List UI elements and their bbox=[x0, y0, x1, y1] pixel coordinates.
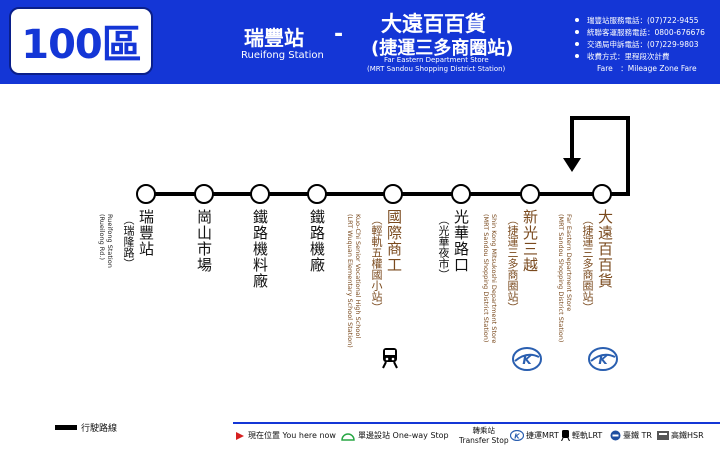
station-en: Far Eastern Department Store (MRT Sandou… bbox=[557, 214, 573, 343]
station-sub: （捷運三多商圈站） bbox=[581, 214, 594, 313]
stop-marker bbox=[136, 184, 156, 204]
station-en: Kuo-Chi Senior Vocational High School (L… bbox=[346, 214, 362, 348]
station-sub: （捷運三多商圈站） bbox=[506, 214, 519, 313]
footer-legend: 現在位置 You here now 單邊設站 One-way Stop 轉乘站 … bbox=[233, 426, 720, 448]
station-name: 大遠百百貨 bbox=[596, 209, 614, 289]
stop-marker bbox=[451, 184, 471, 204]
legend-transfer: 轉乘站 Transfer Stop bbox=[459, 426, 509, 446]
legend-mrt: K 捷運MRT bbox=[510, 430, 559, 441]
route-diagram: 瑞豐站 （瑞隆路） Rueifong Station (Rueilong Rd.… bbox=[0, 84, 720, 420]
info-row: 交通局申訴電話：(07)229-9803 bbox=[575, 38, 720, 50]
legend-current-label: 現在位置 You here now bbox=[248, 431, 336, 440]
stop-marker bbox=[520, 184, 540, 204]
destination-name-en: Far Eastern Department Store bbox=[384, 56, 489, 64]
info-row: 統聯客運服務電話：0800-676676 bbox=[575, 26, 720, 38]
stop-marker bbox=[194, 184, 214, 204]
station-name: 國際商工 bbox=[385, 209, 403, 273]
lrt-train-icon bbox=[382, 348, 398, 369]
bullet-icon bbox=[575, 54, 579, 58]
info-text: 收費方式：里程段次計費 bbox=[587, 51, 670, 61]
stop-marker bbox=[250, 184, 270, 204]
station-sub: （輕軌五權國小站） bbox=[370, 214, 383, 313]
current-location-icon bbox=[236, 431, 244, 440]
info-row: 收費方式：里程段次計費 bbox=[575, 50, 720, 62]
legend-mrt-label: 捷運MRT bbox=[526, 431, 559, 440]
mrt-icon: K bbox=[510, 430, 524, 441]
legend-tra: 臺鐵 TR bbox=[610, 430, 652, 441]
station-name: 鐵路機廠 bbox=[308, 209, 326, 273]
mrt-k-icon: K bbox=[512, 347, 542, 371]
station-sub: （瑞隆路） bbox=[122, 214, 135, 269]
transfer-zh: 轉乘站 bbox=[472, 426, 496, 435]
legend-lrt-label: 輕軌LRT bbox=[572, 431, 603, 440]
lrt-icon bbox=[561, 430, 570, 441]
service-info: 瑞豐站服務電話：(07)722-9455 統聯客運服務電話：0800-67667… bbox=[575, 14, 720, 74]
bullet-icon bbox=[575, 18, 579, 22]
stop-marker bbox=[592, 184, 612, 204]
station-en: Rueifong Station (Rueilong Rd.) bbox=[98, 214, 114, 268]
legend-hsr-label: 高鐵HSR bbox=[671, 431, 704, 440]
station-name: 崗山市場 bbox=[195, 209, 213, 273]
station-name: 鐵路機料廠 bbox=[251, 209, 269, 289]
info-row: 瑞豐站服務電話：(07)722-9455 bbox=[575, 14, 720, 26]
svg-text:K: K bbox=[514, 433, 520, 441]
destination-sub-zh: (捷運三多商圈站) bbox=[371, 38, 514, 59]
mrt-k-icon: K bbox=[588, 347, 618, 371]
stop-marker bbox=[383, 184, 403, 204]
station-name: 新光三越 bbox=[521, 209, 539, 273]
header-bar: 100區 瑞豐站 Rueifong Station - 大遠百百貨 (捷運三多商… bbox=[0, 0, 720, 84]
legend-current: 現在位置 You here now bbox=[235, 430, 336, 441]
station-name: 光華路口 bbox=[452, 209, 470, 273]
route-line-legend: 行駛路線 bbox=[55, 421, 117, 434]
route-number: 100區 bbox=[21, 22, 141, 68]
origin-name-zh: 瑞豐站 bbox=[244, 26, 304, 50]
origin-name-en: Rueifong Station bbox=[241, 50, 324, 61]
station-name: 瑞豐站 bbox=[137, 209, 155, 257]
tra-icon bbox=[610, 430, 621, 441]
svg-text:K: K bbox=[522, 353, 533, 367]
info-text: 瑞豐站服務電話：(07)722-9455 bbox=[587, 15, 699, 25]
legend-one-way: 單邊設站 One-way Stop bbox=[341, 430, 449, 441]
fare-row: Fare ：Mileage Zone Fare bbox=[597, 63, 697, 73]
station-sub: （光華夜市） bbox=[437, 214, 450, 280]
loop-arrow-icon bbox=[563, 158, 581, 172]
footer-divider bbox=[233, 422, 720, 424]
legend-tra-label: 臺鐵 TR bbox=[623, 431, 652, 440]
route-number-badge: 100區 bbox=[9, 7, 153, 75]
svg-text:K: K bbox=[598, 353, 609, 367]
route-lines bbox=[136, 116, 630, 204]
hsr-icon bbox=[657, 431, 669, 440]
transfer-en: Transfer Stop bbox=[459, 436, 509, 445]
terminal-loop bbox=[570, 116, 630, 196]
bullet-icon bbox=[575, 42, 579, 46]
bullet-icon bbox=[575, 30, 579, 34]
one-way-stop-icon bbox=[341, 432, 355, 441]
route-line-swatch bbox=[55, 425, 77, 430]
route-line-label: 行駛路線 bbox=[81, 424, 118, 434]
route-dash: - bbox=[334, 22, 344, 47]
legend-lrt: 輕軌LRT bbox=[561, 430, 602, 441]
info-text: 統聯客運服務電話：0800-676676 bbox=[587, 27, 705, 37]
legend-hsr: 高鐵HSR bbox=[657, 430, 704, 441]
destination-sub-en: (MRT Sandou Shopping District Station) bbox=[367, 65, 506, 73]
legend-one-way-label: 單邊設站 One-way Stop bbox=[358, 431, 449, 440]
station-en: Shin Kong Mitsukoshi Department Store (M… bbox=[482, 214, 498, 344]
stop-marker bbox=[307, 184, 327, 204]
destination-name-zh: 大遠百百貨 bbox=[381, 12, 486, 36]
info-text: 交通局申訴電話：(07)229-9803 bbox=[587, 39, 699, 49]
